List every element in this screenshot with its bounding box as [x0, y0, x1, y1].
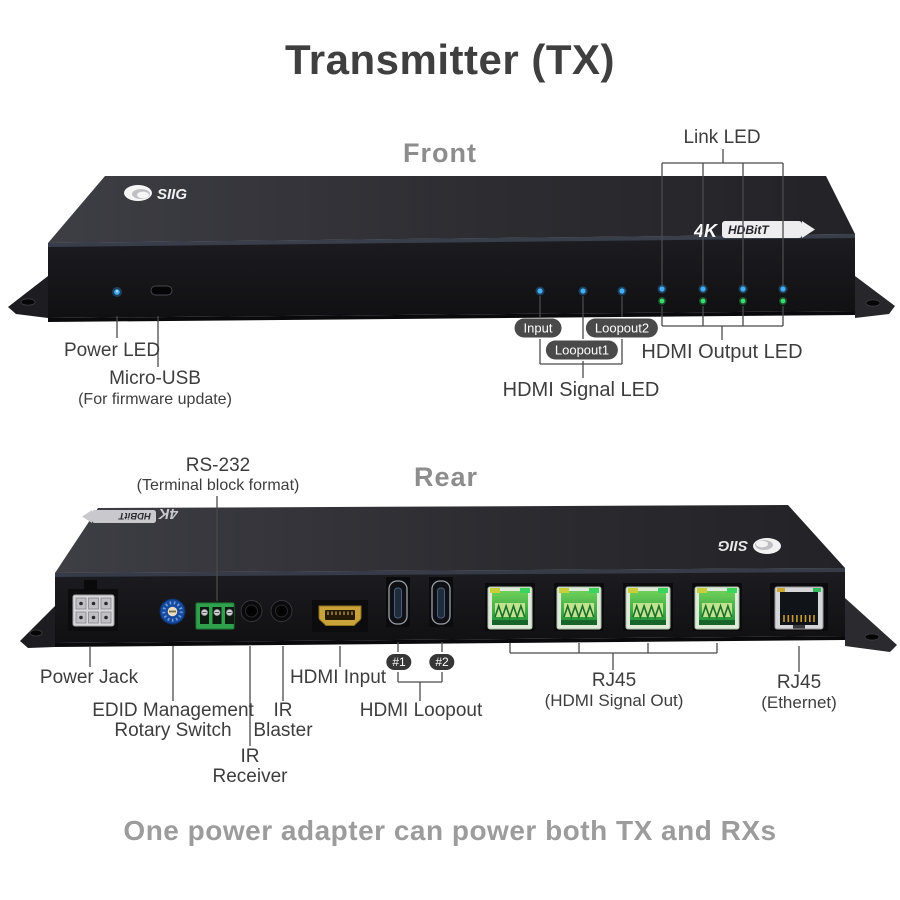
hdmi-input-label: HDMI Input	[289, 667, 387, 688]
front-face	[48, 234, 855, 318]
rear-mounting-ear-left	[20, 606, 55, 648]
logo-hdbitt-text: HDBitT	[728, 223, 770, 237]
rs232-terminal-block	[195, 602, 235, 630]
link-led-label: Link LED	[683, 127, 761, 148]
hdmi-output-led-bracket	[661, 306, 784, 340]
front-device: SIIG 4K HDBitT	[8, 176, 895, 322]
siig-logo-front: SIIG	[124, 185, 187, 203]
hdmi-loopout-port-2	[429, 577, 453, 627]
screw-hole-icon	[865, 299, 881, 307]
hdmi-output-leds	[657, 284, 788, 305]
rj45-port-2	[554, 583, 604, 631]
rear-mounting-ear-right	[845, 598, 897, 652]
edid-rotary-switch	[159, 598, 186, 625]
ir-receiver-label-line2: Receiver	[212, 766, 288, 787]
rj45-port-4	[692, 583, 742, 631]
siig-logo-text: SIIG	[157, 186, 187, 203]
screw-hole-icon	[864, 633, 880, 641]
hdmi-signal-led-label: HDMI Signal LED	[502, 379, 660, 401]
micro-usb-label: Micro-USB	[109, 368, 201, 389]
logo-hdbitt-text: HDBitT	[118, 510, 151, 521]
rj45-ethernet-port	[770, 583, 828, 631]
link-led-bracket	[661, 149, 784, 286]
ir-receiver-label-line1: IR	[240, 746, 260, 767]
siig-logo-rear: SIIG	[718, 537, 781, 554]
ir-blaster-label-line2: Blaster	[253, 720, 313, 741]
ir-blaster-jack	[270, 600, 293, 622]
loopout-2-badge: #2	[429, 654, 455, 670]
hdmi-output-led-label: HDMI Output LED	[641, 341, 803, 363]
page-title: Transmitter (TX)	[284, 36, 616, 83]
front-base-edge	[48, 311, 855, 322]
hdmi-input-port	[312, 600, 368, 632]
screw-hole-icon	[29, 629, 43, 637]
micro-usb-note: (For firmware update)	[78, 391, 232, 408]
front-top-surface	[48, 176, 855, 243]
power-led-label: Power LED	[63, 340, 161, 361]
logo-4k-text: 4K	[158, 505, 179, 522]
siig-logo-text: SIIG	[718, 537, 748, 554]
power-led	[112, 287, 122, 297]
rear-top-surface	[55, 505, 845, 573]
rj45-signal-out-ports	[485, 583, 742, 631]
rs232-label: RS-232	[185, 455, 251, 476]
power-jack-label: Power Jack	[39, 667, 139, 688]
edid-label-line2: Rotary Switch	[114, 720, 232, 741]
power-jack-port	[68, 580, 118, 631]
front-mounting-ear-right	[855, 276, 895, 318]
rear-base-edge	[55, 636, 845, 647]
rear-face-highlight	[55, 568, 845, 577]
front-mounting-ear-left	[8, 276, 48, 318]
rs232-note: (Terminal block format)	[136, 477, 300, 494]
hdmi-loopout-label: HDMI Loopout	[359, 700, 483, 721]
rj45-ethernet-label: RJ45	[776, 672, 822, 693]
rj45-port-1	[485, 583, 535, 631]
screw-hole-icon	[20, 298, 36, 306]
micro-usb-port	[150, 285, 173, 296]
ir-blaster-label-line1: IR	[273, 700, 293, 721]
rj45-out-label: RJ45	[591, 670, 637, 691]
hdmi-signal-leds	[535, 286, 627, 296]
hdmi-signal-led-bracket	[539, 296, 623, 378]
front-face-highlight	[48, 234, 855, 247]
rear-heading: Rear	[413, 462, 479, 492]
callout-lines	[89, 149, 800, 746]
logo-4k-text: 4K	[693, 221, 719, 241]
hdbitt-logo-rear: 4K HDBitT	[82, 505, 179, 523]
input-badge: Input	[514, 318, 562, 338]
hdbitt-logo-front: 4K HDBitT	[693, 221, 815, 241]
loopout-1-badge: #1	[386, 654, 412, 670]
rj45-out-bracket	[509, 643, 718, 670]
loopout2-badge: Loopout2	[585, 318, 659, 338]
footer-note: One power adapter can power both TX and …	[123, 815, 777, 846]
hdmi-loopout-bracket	[397, 642, 443, 701]
ir-receiver-jack	[240, 600, 263, 622]
rear-device: 4K HDBitT SIIG	[20, 505, 897, 652]
rj45-out-note: (HDMI Signal Out)	[544, 691, 684, 710]
rj45-port-3	[623, 583, 673, 631]
rj45-ethernet-note: (Ethernet)	[761, 693, 837, 712]
hdmi-loopout-port-1	[386, 577, 410, 627]
edid-label-line1: EDID Management	[92, 700, 254, 721]
front-heading: Front	[403, 138, 477, 168]
loopout1-badge: Loopout1	[545, 340, 619, 360]
